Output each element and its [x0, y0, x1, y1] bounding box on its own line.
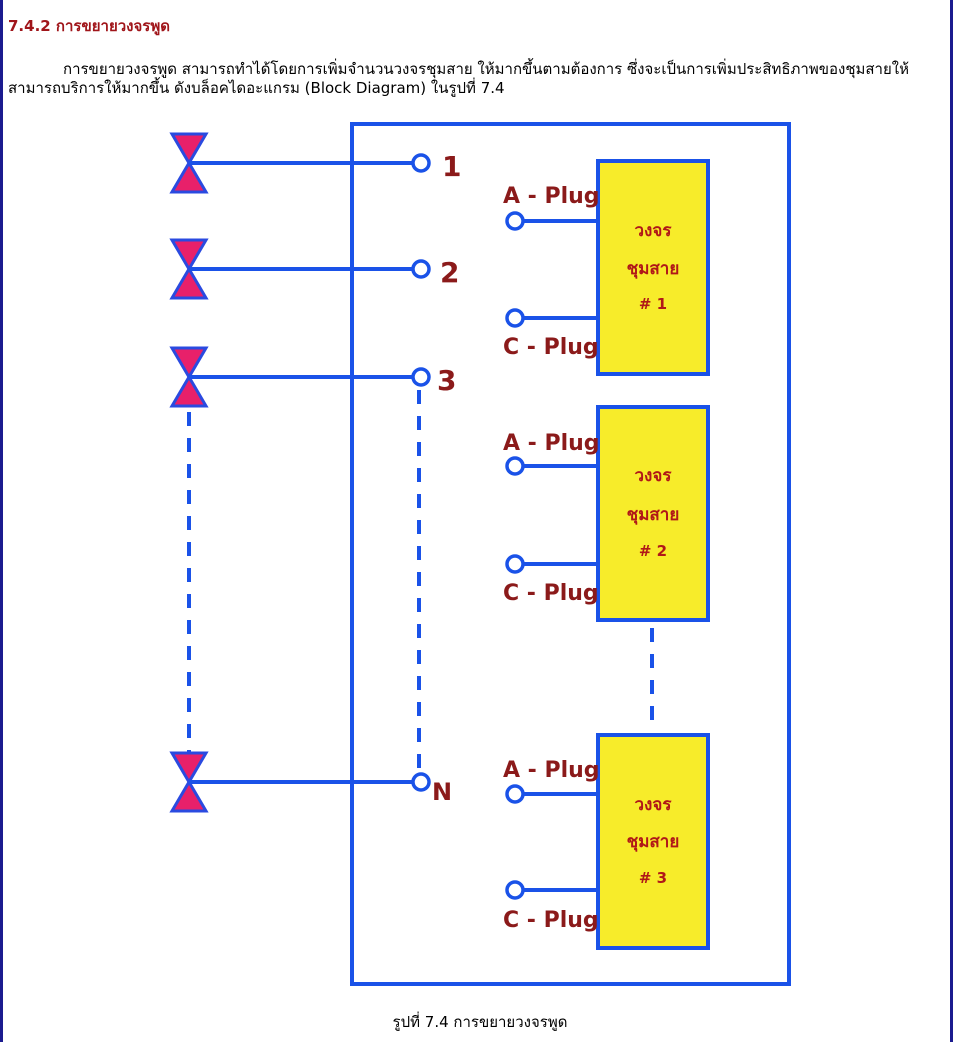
hourglass-icon — [169, 160, 209, 194]
terminal-icon — [411, 367, 431, 387]
c-plug-label: C - Plug — [503, 335, 599, 360]
terminal-label: 1 — [442, 150, 461, 183]
block-line3: # 1 — [639, 295, 667, 313]
line-3: 3 — [169, 346, 456, 408]
terminal-label: N — [432, 778, 452, 806]
block-line2: ชุมสาย — [627, 505, 680, 525]
block-line3: # 2 — [639, 542, 667, 560]
block-line1: วงจร — [635, 795, 673, 815]
block-line2: ชุมสาย — [627, 832, 680, 852]
line-1: 1 — [169, 132, 461, 194]
block-line2: ชุมสาย — [627, 259, 680, 279]
a-plug-label: A - Plug — [503, 431, 600, 456]
section-paragraph: การขยายวงจรพูด สามารถทำได้โดยการเพิ่มจำน… — [8, 60, 909, 97]
exchange-block-1: วงจร ชุมสาย # 1 A - Plug C - Plug — [503, 159, 710, 376]
terminal-label: 2 — [440, 256, 459, 289]
terminal-icon — [411, 772, 431, 792]
block-box — [596, 733, 710, 950]
a-plug-icon — [505, 211, 525, 231]
right-border — [950, 0, 953, 1042]
block-box — [596, 159, 710, 376]
exchange-frame — [350, 122, 791, 986]
c-plug-label: C - Plug — [503, 908, 599, 933]
c-plug-icon — [505, 880, 525, 900]
block-line1: วงจร — [635, 221, 673, 241]
block-line3: # 3 — [639, 869, 667, 887]
block-box — [596, 405, 710, 622]
left-border — [0, 0, 3, 1042]
hourglass-icon — [169, 751, 209, 785]
c-plug-icon — [505, 308, 525, 328]
block-diagram: 1 2 3 N วงจร ช — [169, 122, 791, 986]
a-plug-icon — [505, 784, 525, 804]
hourglass-icon — [169, 266, 209, 300]
hourglass-icon — [169, 238, 209, 272]
c-plug-icon — [505, 554, 525, 574]
c-plug-label: C - Plug — [503, 581, 599, 606]
hourglass-icon — [169, 374, 209, 408]
a-plug-icon — [505, 456, 525, 476]
block-line1: วงจร — [635, 466, 673, 486]
hourglass-icon — [169, 779, 209, 813]
terminal-label: 3 — [437, 364, 456, 397]
terminal-icon — [411, 153, 431, 173]
line-2: 2 — [169, 238, 459, 300]
figure-caption: รูปที่ 7.4 การขยายวงจรพูด — [392, 1013, 568, 1031]
a-plug-label: A - Plug — [503, 758, 600, 783]
line-n: N — [169, 751, 452, 813]
exchange-block-3: วงจร ชุมสาย # 3 A - Plug C - Plug — [503, 733, 710, 950]
exchange-block-2: วงจร ชุมสาย # 2 A - Plug C - Plug — [503, 405, 710, 622]
terminal-icon — [411, 259, 431, 279]
section-heading: 7.4.2 การขยายวงจรพูด — [8, 17, 170, 35]
hourglass-icon — [169, 132, 209, 166]
hourglass-icon — [169, 346, 209, 380]
a-plug-label: A - Plug — [503, 184, 600, 209]
